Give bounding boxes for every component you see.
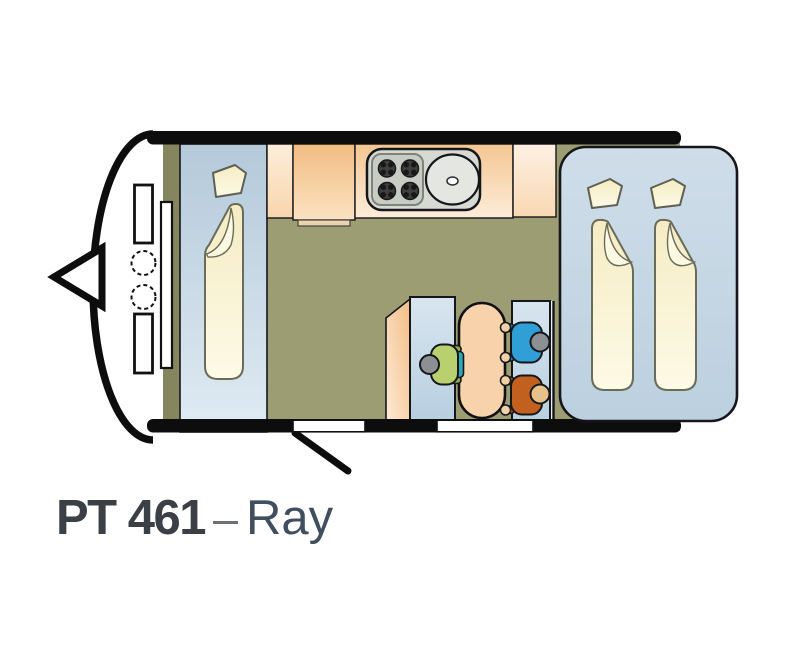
front-storage-lockers — [133, 183, 154, 375]
front-bed-mattress-fold — [205, 207, 235, 258]
stove-sink-unit — [365, 147, 482, 212]
person-green — [419, 343, 465, 386]
counter-panel-4 — [512, 143, 557, 218]
wall-bottom — [147, 419, 681, 433]
wardrobe — [385, 297, 411, 432]
person-orange — [499, 374, 551, 416]
tow-hitch — [47, 241, 106, 313]
counter-drawer-lip — [297, 219, 351, 227]
door-swing — [291, 429, 352, 475]
model-name: PT 461 — [56, 491, 206, 545]
wall-top — [147, 131, 681, 145]
person-orange-hand-top — [499, 374, 512, 387]
stove-burner-grates — [380, 161, 417, 198]
variant-name: Ray — [246, 491, 334, 545]
person-blue-head — [529, 331, 551, 353]
rear-bed-pillow-left — [587, 178, 623, 209]
person-orange-hand-bottom — [499, 404, 512, 416]
kitchen — [266, 143, 557, 227]
person-blue-hand-bottom — [499, 351, 512, 364]
gas-bottle-2 — [130, 284, 157, 310]
dinette-table — [457, 301, 507, 420]
front-bed-pillow — [212, 164, 247, 198]
person-blue — [499, 321, 551, 364]
rear-bed-mattress-left-fold — [603, 222, 634, 267]
front-bed — [179, 143, 268, 433]
caption-separator: – — [212, 493, 239, 544]
storage-locker-top — [133, 183, 154, 245]
counter-panel-2 — [292, 143, 356, 221]
bottom-window — [436, 419, 534, 433]
person-blue-hand-top — [499, 321, 512, 334]
storage-locker-bottom — [133, 312, 154, 375]
front-window — [159, 200, 174, 370]
person-orange-head — [529, 383, 551, 405]
bench-right-trim — [550, 301, 554, 431]
sink-drain — [446, 176, 459, 186]
caption: PT 461–Ray — [56, 490, 333, 546]
rear-bed-base — [558, 145, 739, 423]
person-green-head — [419, 354, 440, 375]
counter-panel-1 — [266, 143, 294, 219]
front-bed-mattress — [204, 203, 244, 380]
entry-door — [292, 419, 366, 433]
dinette — [385, 296, 555, 432]
rear-bed-mattress-right-fold — [666, 222, 697, 267]
gas-bottles — [130, 250, 157, 310]
rear-bed-block — [558, 145, 739, 423]
rear-bed-pillow-right — [650, 178, 686, 209]
gas-bottle-1 — [130, 250, 157, 276]
